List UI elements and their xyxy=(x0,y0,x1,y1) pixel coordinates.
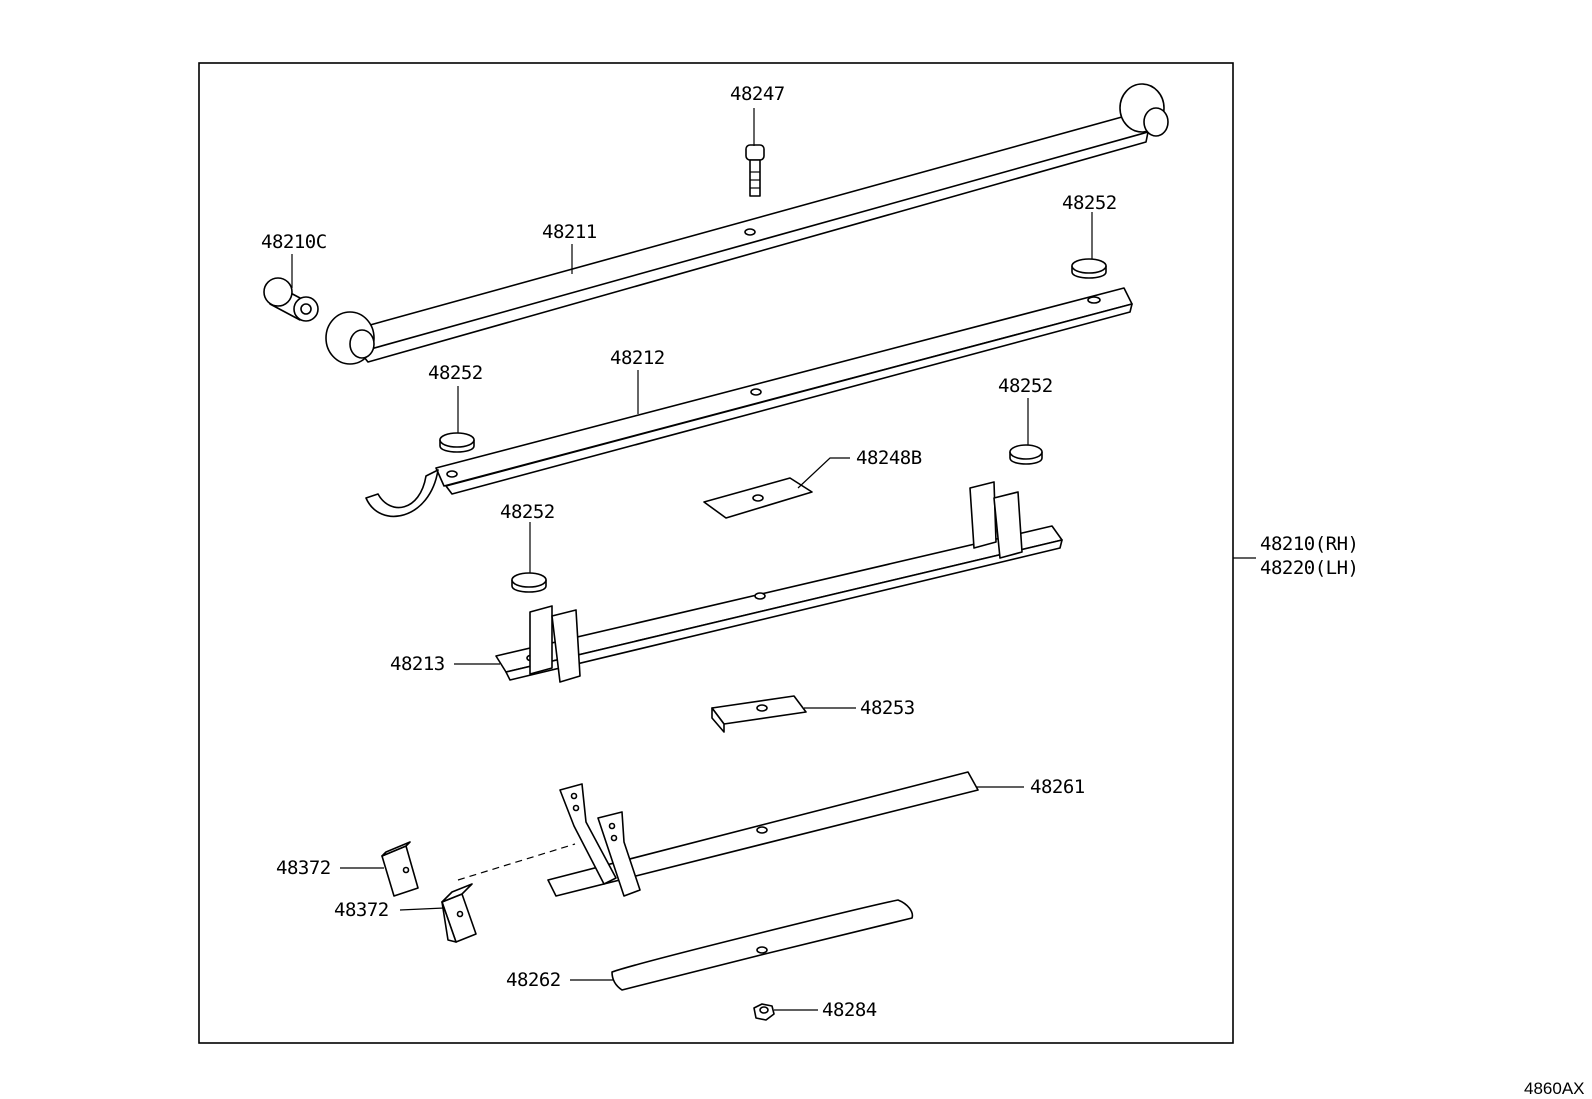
callout-48252-mid: 48252 xyxy=(500,501,555,523)
leader-48248b xyxy=(797,457,850,489)
leaf-48213[interactable] xyxy=(495,481,1063,683)
alignment-dashed-line xyxy=(457,843,576,881)
bolt-48247[interactable] xyxy=(745,144,765,197)
callout-48284: 48284 xyxy=(822,999,877,1021)
clip-48372-upper[interactable] xyxy=(381,841,419,897)
callout-48211: 48211 xyxy=(542,221,597,243)
callout-48210c: 48210C xyxy=(261,231,327,253)
callout-48252-right: 48252 xyxy=(998,375,1053,397)
leaf-48212[interactable] xyxy=(365,287,1133,518)
callout-48252-top-right: 48252 xyxy=(1062,192,1117,214)
callout-48213: 48213 xyxy=(390,653,445,675)
cap-48252-mid[interactable] xyxy=(511,572,547,593)
callout-48372-upper: 48372 xyxy=(276,857,331,879)
callout-48247: 48247 xyxy=(730,83,785,105)
cap-48252-top-right[interactable] xyxy=(1071,258,1107,279)
callout-assembly-lh: 48220(LH) xyxy=(1260,557,1358,579)
callout-assembly-rh: 48210(RH) xyxy=(1260,533,1358,555)
assembly-frame xyxy=(198,62,1234,1044)
nut-48284[interactable] xyxy=(753,1003,775,1021)
leader-48372-lower xyxy=(399,907,445,911)
cap-48252-left[interactable] xyxy=(439,432,475,453)
reference-code: 4860AX xyxy=(1524,1079,1585,1098)
callout-48261: 48261 xyxy=(1030,776,1085,798)
bushing-48210c[interactable] xyxy=(263,277,319,322)
spacer-48253[interactable] xyxy=(711,695,807,733)
leaf-48211[interactable] xyxy=(325,83,1169,365)
leaf-48261[interactable] xyxy=(547,771,979,897)
clip-48372-lower[interactable] xyxy=(441,883,477,943)
cap-48252-right[interactable] xyxy=(1009,444,1043,465)
callout-48212: 48212 xyxy=(610,347,665,369)
callout-48252-left: 48252 xyxy=(428,362,483,384)
callout-48248b: 48248B xyxy=(856,447,922,469)
leaf-48262[interactable] xyxy=(611,899,914,991)
callout-48372-lower: 48372 xyxy=(334,899,389,921)
plate-48248b[interactable] xyxy=(703,477,813,519)
callout-48262: 48262 xyxy=(506,969,561,991)
callout-48253: 48253 xyxy=(860,697,915,719)
